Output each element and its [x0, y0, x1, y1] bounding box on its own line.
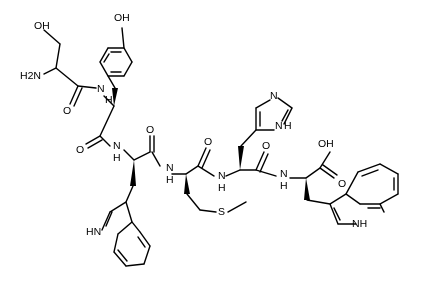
ser-hydroxyl-label: OH: [34, 20, 50, 32]
atom-labels: OH H2N O OH N H O N H HN O N H O S N H N…: [20, 12, 367, 238]
trp2-acid-oh-label: OH: [318, 138, 334, 150]
trp2-h-label: H: [280, 180, 288, 192]
trp2-n-label: N: [280, 168, 288, 180]
tyr-n-label: N: [97, 83, 105, 95]
ser-carbonyl-o-label: O: [63, 105, 71, 117]
tryptophan-2-residue: [289, 151, 399, 225]
tryptophan-1-residue: [101, 135, 161, 267]
trp1-n-label: N: [113, 140, 121, 152]
tyr-carbonyl-o-label: O: [76, 144, 84, 156]
his-ring-n-label: N: [270, 90, 278, 102]
met-n-label: N: [166, 162, 174, 174]
tyr-hydroxyl-label: OH: [114, 12, 130, 24]
his-n-label: N: [218, 170, 226, 182]
met-h-label: H: [166, 174, 174, 186]
his-h-label: H: [218, 182, 226, 194]
his-carbonyl-o-label: O: [262, 140, 270, 152]
trp1-indole-nh-label: HN: [86, 226, 101, 238]
tyrosine-residue: [85, 27, 133, 149]
trp1-h-label: H: [113, 152, 121, 164]
histidine-residue: [225, 97, 293, 177]
methionine-residue: [171, 147, 247, 213]
met-carbonyl-o-label: O: [204, 136, 212, 148]
met-sulfur-label: S: [218, 206, 225, 218]
tyr-h-label: H: [105, 94, 113, 106]
serine-residue: [43, 29, 97, 107]
his-ring-h-label: H: [284, 120, 292, 132]
trp2-acid-o-label: O: [338, 178, 346, 190]
his-ring-nh-label: N: [275, 120, 283, 132]
trp1-carbonyl-o-label: O: [146, 124, 154, 136]
ser-amine-label: H2N: [20, 70, 41, 82]
trp2-indole-nh-label: NH: [352, 218, 367, 230]
